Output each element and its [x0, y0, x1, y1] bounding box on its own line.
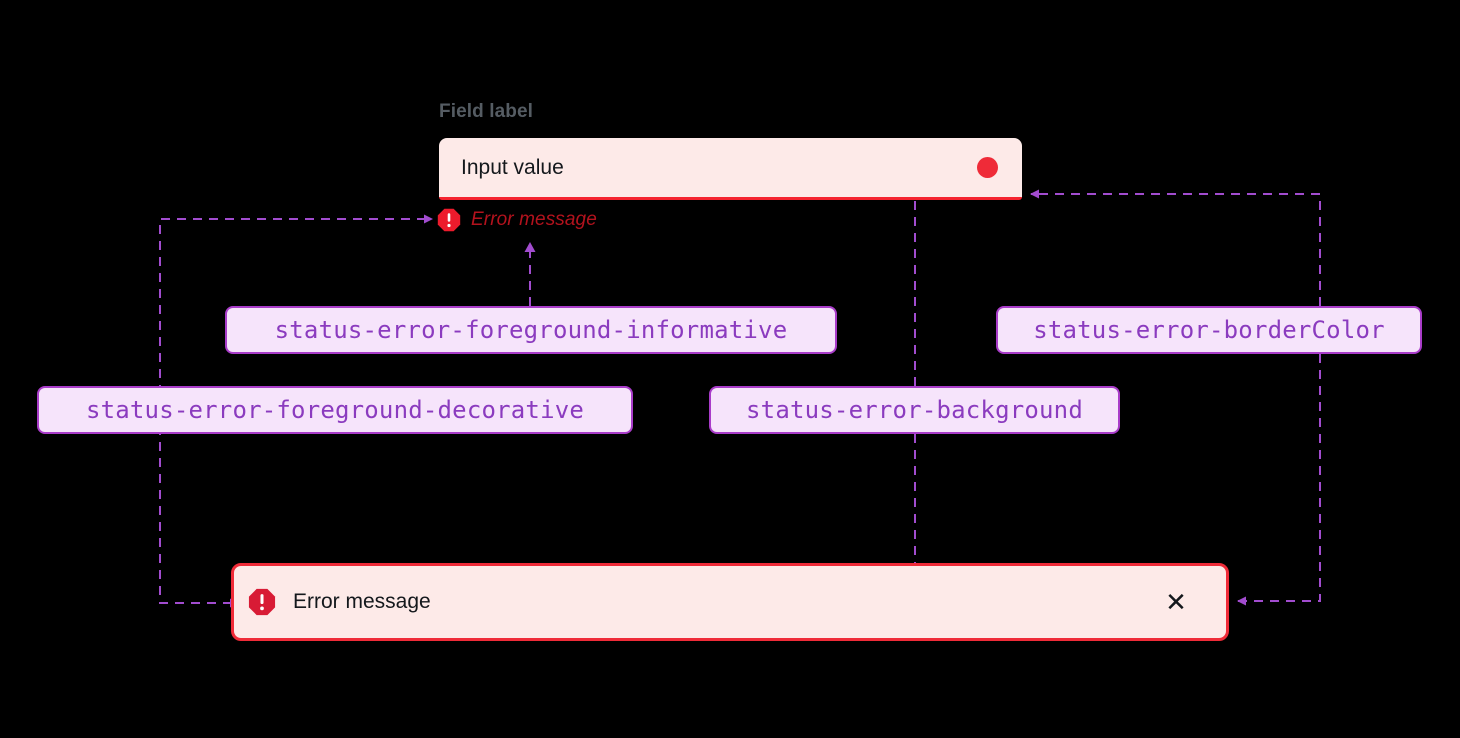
inline-error-message: Error message	[437, 208, 597, 232]
connector-bordercolor-to-alert-border	[1237, 354, 1321, 606]
token-chip-status-error-background[interactable]: status-error-background	[709, 386, 1120, 434]
connector-decorative-to-alert-icon	[159, 410, 239, 608]
error-alert: Error message ✕	[231, 563, 1229, 641]
token-chip-status-error-bordercolor[interactable]: status-error-borderColor	[996, 306, 1422, 354]
status-dot-icon	[977, 157, 998, 178]
token-chip-status-error-foreground-decorative[interactable]: status-error-foreground-decorative	[37, 386, 633, 434]
inline-error-text: Error message	[471, 209, 597, 230]
close-icon[interactable]: ✕	[1165, 587, 1187, 617]
error-octagon-icon	[437, 208, 461, 232]
field-label: Field label	[439, 101, 534, 122]
connector-bordercolor-to-input-border	[1030, 189, 1321, 306]
input-value: Input value	[461, 155, 564, 179]
alert-message-text: Error message	[293, 590, 431, 613]
error-octagon-icon	[248, 588, 276, 616]
token-chip-status-error-foreground-informative[interactable]: status-error-foreground-informative	[225, 306, 837, 354]
input-field[interactable]: Input value	[439, 138, 1022, 200]
